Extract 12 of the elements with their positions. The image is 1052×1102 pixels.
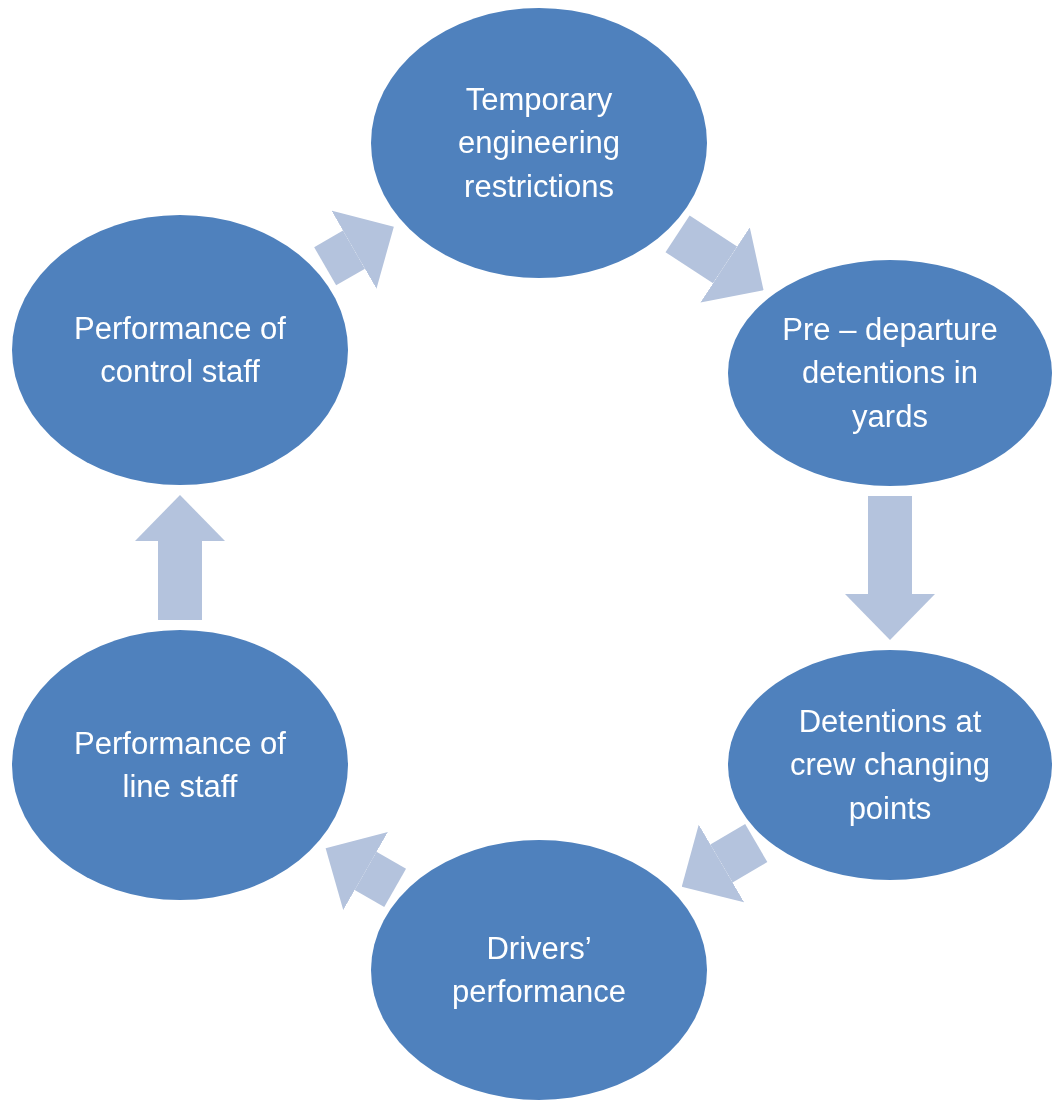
block-arrow bbox=[665, 215, 764, 303]
block-arrow bbox=[135, 495, 225, 620]
node-label: Temporary engineering restrictions bbox=[457, 80, 621, 206]
block-arrow bbox=[845, 496, 935, 640]
block-arrow bbox=[681, 824, 768, 903]
node-label: Detentions at crew changing points bbox=[789, 702, 991, 828]
node-label: Drivers’ performance bbox=[451, 929, 627, 1011]
node-label: Pre – departure detentions in yards bbox=[781, 310, 999, 436]
block-arrow bbox=[325, 831, 407, 911]
node-label: Performance of line staff bbox=[73, 724, 287, 806]
node-label: Performance of control staff bbox=[73, 309, 287, 391]
block-arrow bbox=[314, 210, 394, 289]
